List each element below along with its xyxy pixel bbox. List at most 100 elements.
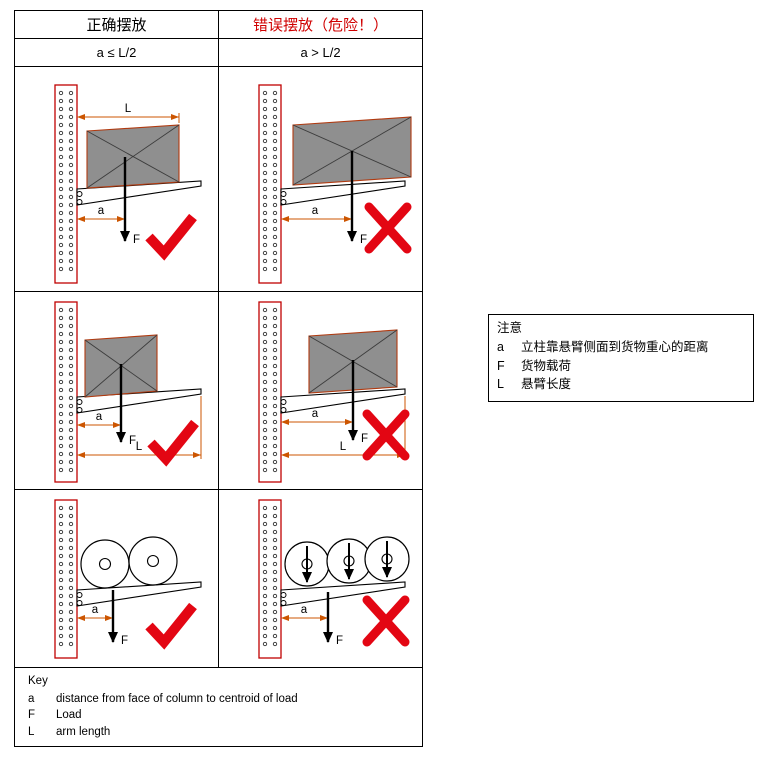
condition-correct: a ≤ L/2 [14, 38, 219, 67]
note-text: 货物载荷 [521, 358, 572, 373]
coil-load [80, 536, 178, 589]
note-title: 注意 [497, 321, 523, 335]
column-holes [58, 90, 74, 272]
x-icon [362, 409, 410, 461]
label-F: F [336, 635, 343, 647]
label-a: a [312, 205, 319, 217]
key-item: a distance from face of column to centro… [28, 691, 412, 708]
rack-column [258, 499, 282, 659]
label-L: L [136, 441, 143, 453]
header-row: 正确摆放 错误摆放（危险！） [14, 10, 423, 39]
diagram-row-1: L a F [14, 66, 423, 292]
dimension-L [77, 396, 202, 459]
placement-table: 正确摆放 错误摆放（危险！） a ≤ L/2 a > L/2 [14, 10, 423, 747]
dimension-L [281, 396, 406, 459]
label-F: F [361, 433, 368, 445]
key-legend: Key a distance from face of column to ce… [14, 667, 423, 747]
cell-wrong-1: a F [218, 66, 423, 292]
arm-hook-icon [280, 399, 287, 405]
header-correct: 正确摆放 [14, 10, 219, 39]
diagram-correct-box-load-bottom-L: a F L [54, 301, 202, 483]
check-icon [147, 419, 199, 467]
arm-hook-icon [280, 191, 287, 197]
check-icon [145, 602, 197, 650]
rack-column [258, 301, 282, 483]
label-a: a [92, 604, 99, 616]
cell-correct-2: a F L [14, 291, 219, 490]
diagram-correct-coils: a F [54, 499, 202, 659]
cell-correct-3: a F [14, 489, 219, 668]
key-title: Key [28, 675, 48, 687]
rack-column [258, 84, 282, 284]
label-a: a [301, 604, 308, 616]
column-holes [262, 307, 278, 473]
check-icon [145, 213, 197, 261]
label-L: L [340, 441, 347, 453]
cantilever-arm [280, 388, 406, 414]
key-text: distance from face of column to centroid… [56, 692, 298, 705]
note-symbol: a [497, 339, 504, 354]
cantilever-arm [280, 581, 406, 607]
condition-row: a ≤ L/2 a > L/2 [14, 38, 423, 67]
key-item: F Load [28, 707, 412, 724]
arm-hook-icon [76, 199, 83, 205]
label-F: F [133, 234, 140, 246]
cell-wrong-3: a F [218, 489, 423, 668]
dimension-L [77, 113, 180, 123]
cell-wrong-2: a F L [218, 291, 423, 490]
arm-hook-icon [76, 191, 83, 197]
rack-column [54, 301, 78, 483]
note-item: F 货物载荷 [497, 357, 745, 376]
load-box [86, 124, 180, 189]
arm-hook-icon [280, 407, 287, 413]
diagram-wrong-box-load-overhang: a F [258, 84, 412, 284]
cantilever-arm [280, 180, 406, 206]
key-text: arm length [56, 726, 111, 739]
key-symbol: a [28, 692, 35, 705]
arm-hook-icon [280, 199, 287, 205]
note-symbol: L [497, 377, 504, 392]
label-a: a [98, 205, 105, 217]
diagram-row-3: a F [14, 489, 423, 668]
note-box: 注意 a 立柱靠悬臂侧面到货物重心的距离 F 货物载荷 L 悬臂长度 [488, 314, 754, 402]
rack-column [54, 84, 78, 284]
key-row-container: Key a distance from face of column to ce… [14, 667, 423, 747]
condition-wrong: a > L/2 [218, 38, 423, 67]
x-icon [364, 202, 412, 254]
column-holes [58, 307, 74, 473]
arm-hook-icon [76, 399, 83, 405]
column-holes [262, 90, 278, 272]
label-F: F [360, 234, 367, 246]
diagram-wrong-coils-overload: a F [258, 499, 410, 659]
note-item: a 立柱靠悬臂侧面到货物重心的距离 [497, 338, 745, 357]
note-item: L 悬臂长度 [497, 375, 745, 394]
coil-force-arrows [302, 541, 392, 583]
column-holes [58, 505, 74, 647]
note-text: 悬臂长度 [521, 377, 572, 392]
key-text: Load [56, 709, 82, 722]
key-item: L arm length [28, 724, 412, 741]
label-L: L [125, 103, 132, 115]
label-a: a [96, 411, 103, 423]
diagram-correct-box-load-top-L: L a F [54, 84, 202, 284]
label-a: a [312, 408, 319, 420]
x-icon [362, 595, 410, 647]
note-text: 立柱靠悬臂侧面到货物重心的距离 [521, 339, 709, 354]
arm-hook-icon [76, 600, 83, 606]
label-F: F [129, 435, 136, 447]
arm-hook-icon [76, 407, 83, 413]
arm-hook-icon [280, 592, 287, 598]
cell-correct-1: L a F [14, 66, 219, 292]
arm-hook-icon [280, 600, 287, 606]
header-wrong: 错误摆放（危险！） [218, 10, 423, 39]
diagram-wrong-box-load-far: a F L [258, 301, 410, 483]
arm-hook-icon [76, 592, 83, 598]
rack-column [54, 499, 78, 659]
key-symbol: L [28, 726, 35, 739]
label-F: F [121, 635, 128, 647]
column-holes [262, 505, 278, 647]
note-symbol: F [497, 358, 505, 373]
diagram-row-2: a F L [14, 291, 423, 490]
key-symbol: F [28, 709, 36, 722]
